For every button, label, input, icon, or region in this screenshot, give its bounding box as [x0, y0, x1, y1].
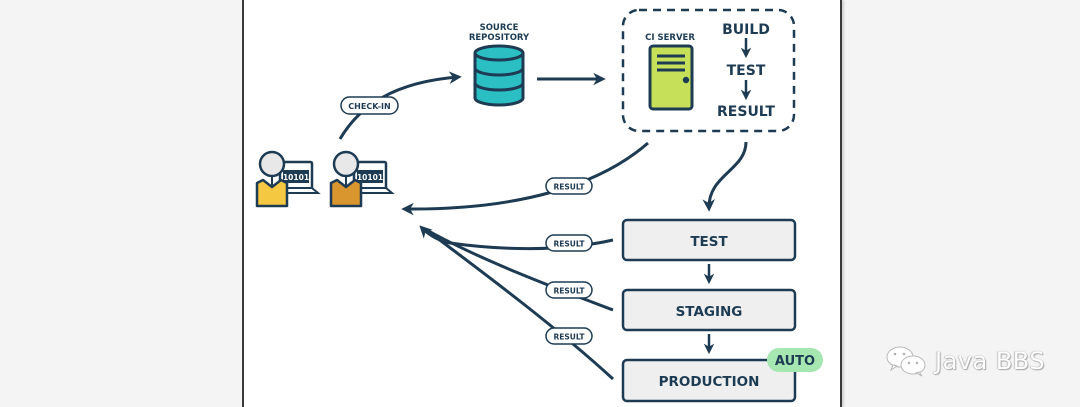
- production-result-label: RESULT: [553, 333, 585, 342]
- laptop-screen-text: 10101: [283, 173, 309, 182]
- ci-server-label: CI SERVER: [645, 33, 695, 43]
- ci-step-build: BUILD: [722, 22, 770, 38]
- source-repository: SOURCE REPOSITORY: [469, 23, 530, 107]
- database-icon: [473, 44, 525, 107]
- developer-1: 10101: [255, 150, 321, 208]
- ci-result-label: RESULT: [553, 183, 585, 192]
- stage-staging: STAGING: [621, 288, 797, 332]
- developer-2: 10101: [329, 150, 395, 208]
- auto-badge: AUTO: [767, 348, 823, 372]
- pipeline: TEST STAGING PRODUCTION AUTO: [621, 218, 823, 403]
- stage-production: PRODUCTION: [621, 358, 797, 403]
- person-icon: [329, 150, 363, 208]
- watermark-text: Java BBS: [935, 347, 1046, 375]
- wechat-icon: [886, 346, 926, 377]
- ci-result-badge: RESULT: [545, 177, 593, 195]
- ci-step-test: TEST: [727, 63, 766, 79]
- stage-staging-label: STAGING: [676, 304, 743, 320]
- person-icon: [255, 150, 289, 208]
- test-result-badge: RESULT: [545, 234, 593, 252]
- watermark: Java BBS: [885, 343, 1045, 379]
- staging-result-badge: RESULT: [545, 281, 593, 299]
- ci-server-group: CI SERVER BUILD TEST RESULT: [621, 8, 796, 133]
- staging-result-label: RESULT: [553, 287, 585, 296]
- stage-test: TEST: [621, 218, 797, 262]
- ci-result-arrow: [401, 141, 649, 216]
- test-result-label: RESULT: [553, 240, 585, 249]
- auto-badge-label: AUTO: [775, 354, 815, 369]
- check-in-badge: CHECK-IN: [340, 96, 399, 115]
- check-in-label: CHECK-IN: [348, 102, 390, 111]
- production-result-arrow: [424, 227, 615, 381]
- source-repository-label-1: SOURCE: [480, 23, 519, 33]
- laptop-screen-text: 10101: [357, 173, 383, 182]
- stage-test-label: TEST: [690, 234, 728, 250]
- ci-to-pipeline-arrow: [702, 141, 748, 212]
- production-result-badge: RESULT: [545, 327, 593, 345]
- server-icon: [648, 44, 694, 111]
- source-repository-label-2: REPOSITORY: [469, 33, 530, 43]
- staging-result-arrow: [424, 227, 614, 312]
- ci-step-result: RESULT: [717, 104, 775, 120]
- stage-production-label: PRODUCTION: [659, 374, 760, 390]
